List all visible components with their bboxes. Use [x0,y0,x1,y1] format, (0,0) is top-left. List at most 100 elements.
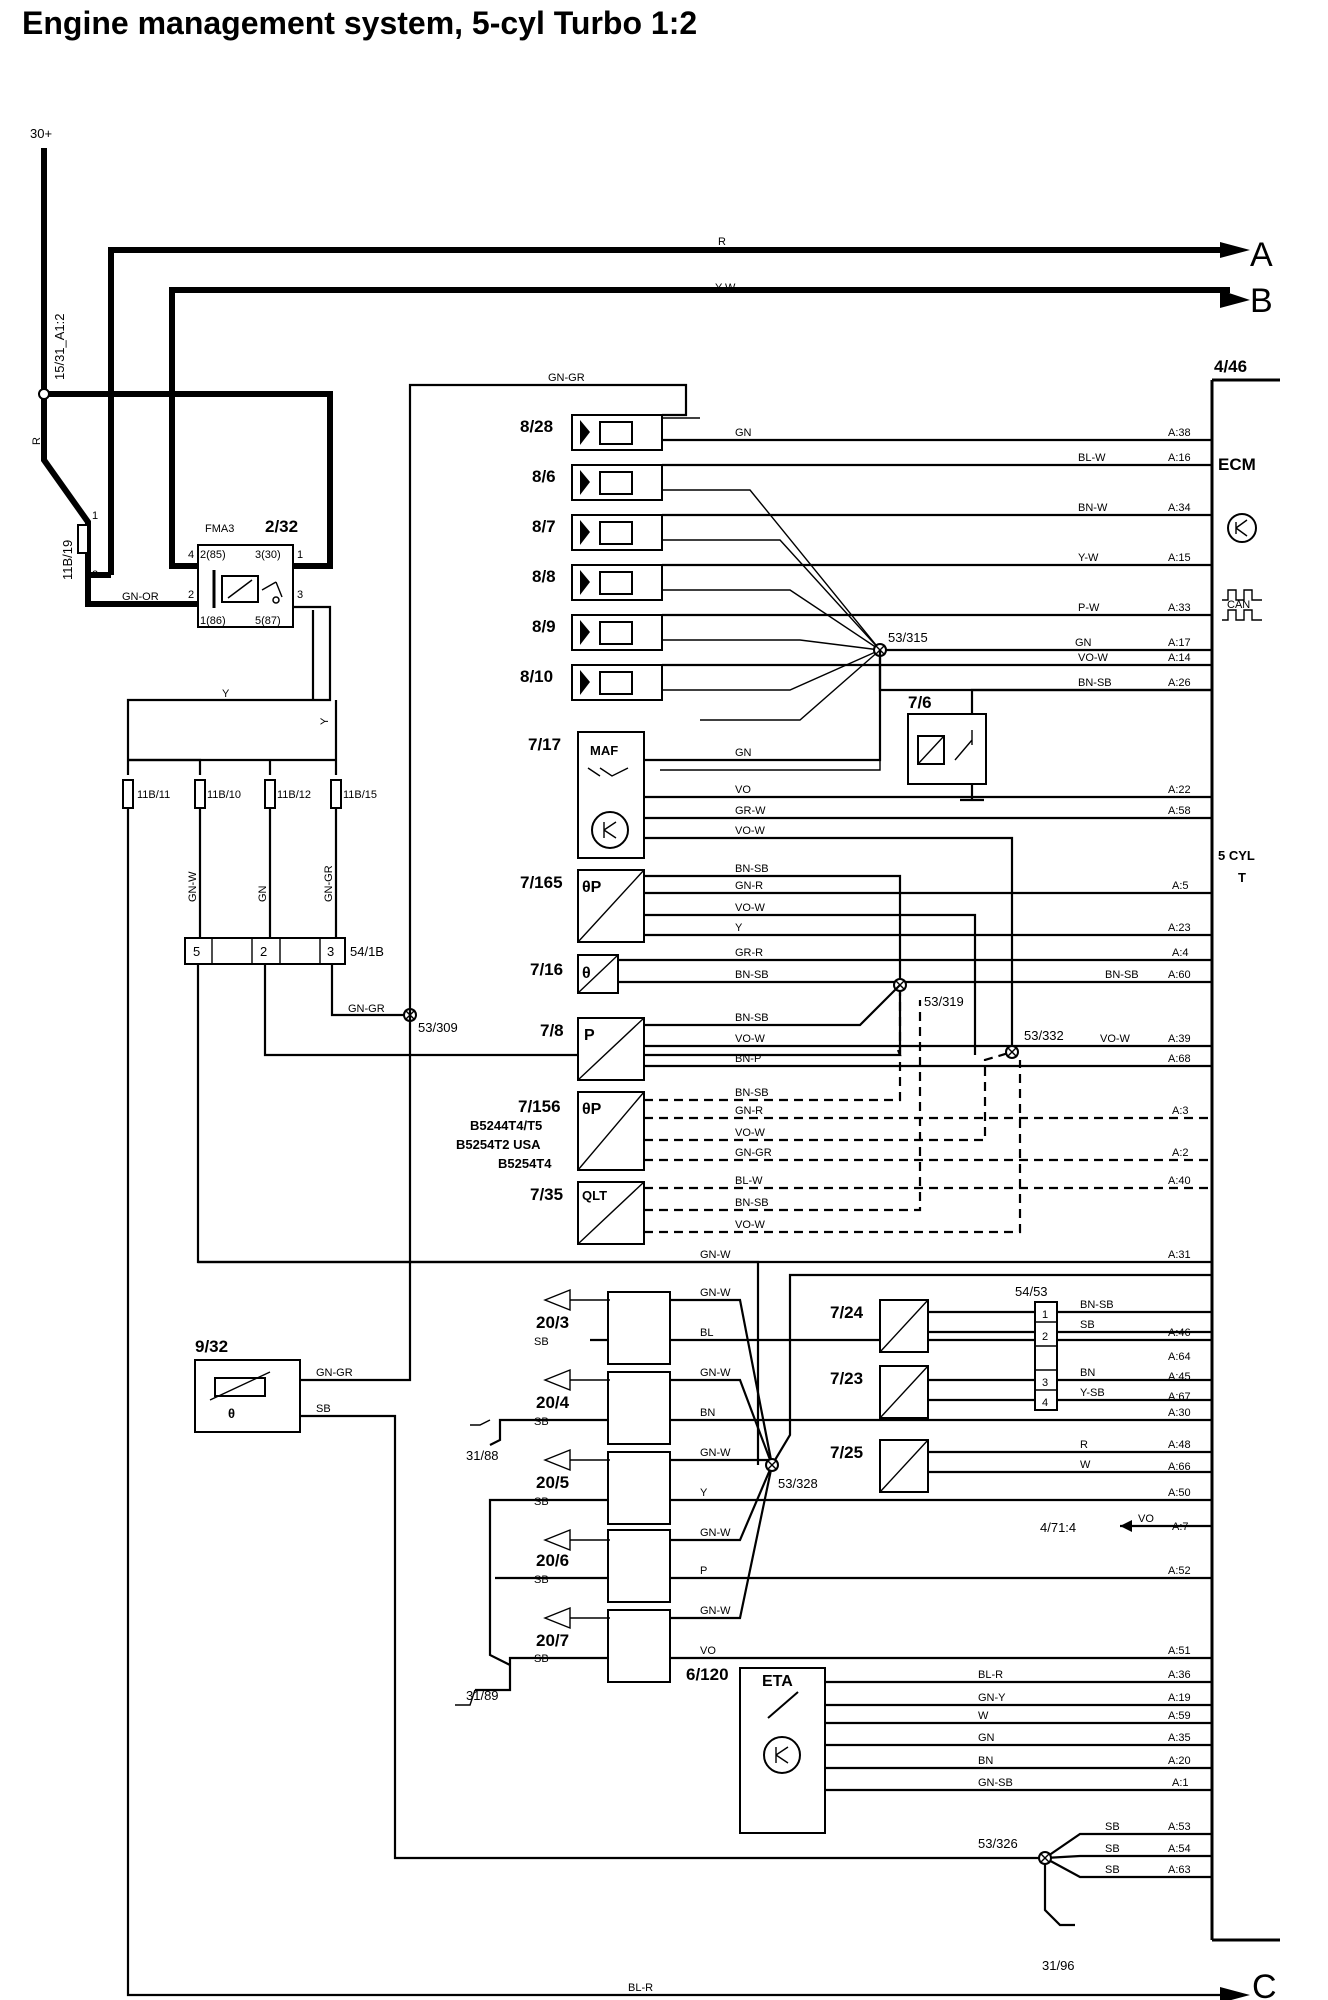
coil-sb-2: SB [534,1416,549,1428]
wire-y-1: Y [222,688,230,700]
injector-8-10 [571,664,663,701]
wire-coil4-p: P [700,1565,707,1577]
connector-54-1b [184,937,346,965]
wire-coil2-bn: BN [700,1407,715,1419]
sensors-7-2x [879,1299,1212,1493]
ecm-box [1210,378,1280,1942]
coil-20-6: 20/6 [536,1551,569,1570]
conn54-pin-2: 2 [260,944,267,959]
pin-a5: A:5 [1172,880,1189,892]
fuse-main-label: 11B/19 [60,540,75,580]
wire-coil2-gnw: GN-W [700,1367,731,1379]
pin-a34: A:34 [1168,502,1191,514]
fuse-11b19-icon [77,524,89,554]
pin-a66: A:66 [1168,1461,1191,1473]
wire-724-sb: SB [1080,1319,1095,1331]
coil-sb-1: SB [534,1336,549,1348]
sensor-7-8-name: P [584,1027,595,1044]
pin-a53: A:53 [1168,1821,1191,1833]
fuse-11b15: 11B/15 [343,789,377,801]
pin-a45: A:45 [1168,1371,1191,1383]
wire-coil5-vo: VO [700,1645,716,1657]
wire-716-bnsb: BN-SB [735,969,769,981]
pin-a2: A:2 [1172,1147,1189,1159]
pin-a48: A:48 [1168,1439,1191,1451]
wire-156-gngr: GN-GR [735,1147,772,1159]
injector-8-7 [571,514,663,551]
pin-a35: A:35 [1168,1732,1191,1744]
wire-pw: P-W [1078,602,1100,614]
supply-wire-r: R [31,437,43,445]
splice-53-319: 53/319 [924,994,964,1009]
inj-ref-2: 8/7 [532,517,556,536]
ecm-name: ECM [1218,455,1256,474]
relay-pin-2: 2 [188,589,194,601]
exit-c-wire: BL-R [628,1982,653,1994]
fuse-11b12: 11B/12 [277,789,311,801]
wire-gnw-a31: GN-W [700,1249,731,1261]
exit-a-letter: A [1250,236,1273,274]
wire-78-bnsb: BN-SB [735,1012,769,1024]
inj-ref-5: 8/10 [520,667,553,686]
wire-725-w: W [1080,1459,1091,1471]
splice-53-315: 53/315 [888,630,928,645]
sensor-7-156-var-1: B5244T4/T5 [470,1118,542,1133]
relay-pin-30: 3(30) [255,549,281,561]
pin-a14: A:14 [1168,652,1191,664]
pin-a26: A:26 [1168,677,1191,689]
wire-165-y: Y [735,922,743,934]
pin-a58: A:58 [1168,805,1191,817]
wire-coil1-gnw: GN-W [700,1287,731,1299]
inj-ref-4: 8/9 [532,617,556,636]
pin-a52: A:52 [1168,1565,1191,1577]
coil-20-4: 20/4 [536,1393,570,1412]
relay-pin-87: 5(87) [255,615,281,627]
injector-8-28 [571,414,663,451]
wire-eta-w: W [978,1710,989,1722]
relay-ref: 2/32 [265,517,298,536]
conn-54-53-pin1: 1 [1042,1309,1048,1321]
splice-53-326: 53/326 [978,1836,1018,1851]
eta-name: ETA [762,1673,793,1690]
pin-a22: A:22 [1168,784,1191,796]
wire-gn-a38: GN [735,427,752,439]
wire-coil3-gnw: GN-W [700,1447,731,1459]
inj-ref-0: 8/28 [520,417,553,436]
sensor-7-6 [907,688,1212,802]
pin-a60: A:60 [1168,969,1191,981]
wire-coil5-gnw: GN-W [700,1605,731,1617]
sensor-7-165-ref: 7/165 [520,873,563,892]
coil-20-3: 20/3 [536,1313,569,1332]
exit-b-letter: B [1250,282,1273,320]
pin-a23: A:23 [1168,922,1191,934]
wire-gn-gr-splice: GN-GR [348,1003,385,1015]
fuse-11b11: 11B/11 [137,789,170,801]
pin-a59: A:59 [1168,1710,1191,1722]
splice-53-309: 53/309 [418,1020,458,1035]
exit-c-letter: C [1252,1968,1277,2000]
wire-156-vow: VO-W [735,1127,766,1139]
relay-pin-1: 1 [297,549,303,561]
conn-54-53-pin4: 4 [1042,1397,1048,1409]
wire-maf-vow: VO-W [735,825,766,837]
supply-lines [38,148,1250,578]
wire-326-sb-2: SB [1105,1843,1120,1855]
exit-a-wire: R [718,236,726,248]
wire-bnw: BN-W [1078,502,1108,514]
sensor-maf-name: MAF [590,743,618,758]
wire-eta-gny: GN-Y [978,1692,1006,1704]
pin-a16: A:16 [1168,452,1191,464]
relay-pin-4: 4 [188,549,194,561]
pin-a38: A:38 [1168,427,1191,439]
sensor-7-8-ref: 7/8 [540,1021,564,1040]
pin-a36: A:36 [1168,1669,1191,1681]
wire-725-r: R [1080,1439,1088,1451]
ground-31-88: 31/88 [466,1448,499,1463]
wire-724-bnsb: BN-SB [1080,1299,1114,1311]
wire-maf-vo: VO [735,784,751,796]
exit-b-wire: Y-W [715,282,736,294]
pin-a67: A:67 [1168,1391,1191,1403]
wire-coil4-gnw: GN-W [700,1527,731,1539]
wire-eta-gn: GN [978,1732,995,1744]
inj-ref-1: 8/6 [532,467,556,486]
